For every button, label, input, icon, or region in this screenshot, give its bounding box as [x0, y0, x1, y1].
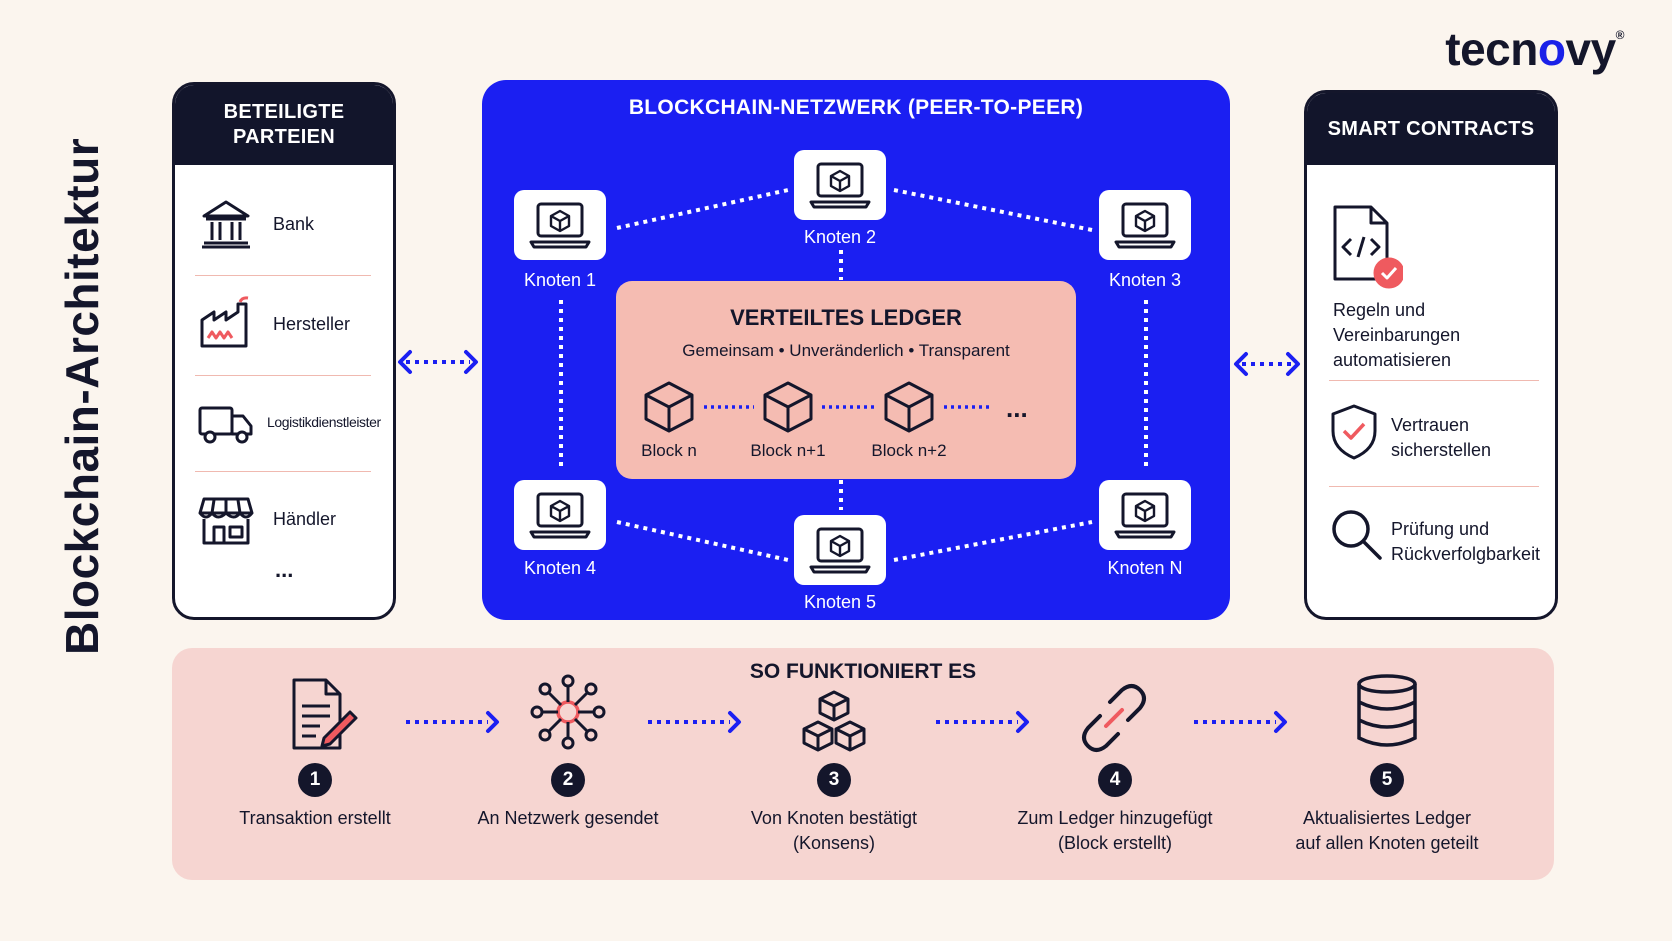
node-1-label: Knoten 1	[523, 270, 597, 290]
right-bidirectional-arrow	[1234, 352, 1300, 376]
laptop-cube-icon	[809, 527, 871, 574]
step-label: Von Knoten bestätigt (Konsens)	[750, 808, 918, 853]
contract-label: Vertrauen sicherstellen	[1391, 415, 1492, 460]
node-5	[794, 515, 886, 585]
code-document-check-icon	[1333, 205, 1403, 289]
network-title: BLOCKCHAIN-NETZWERK (PEER-TO-PEER)	[628, 96, 1084, 119]
party-label: Logistikdienstleister	[267, 414, 381, 430]
step-number: 1	[298, 763, 332, 797]
party-bank: Bank	[197, 195, 314, 253]
network-connections	[559, 188, 1148, 562]
parties-more: ...	[275, 557, 294, 582]
cube-icon	[644, 381, 694, 433]
flow-title: SO FUNKTIONIERT ES	[749, 660, 977, 683]
node-1	[514, 190, 606, 260]
contracts-title: SMART CONTRACTS	[1307, 93, 1555, 165]
step-number: 3	[817, 763, 851, 797]
laptop-cube-icon	[1114, 492, 1176, 539]
divider	[195, 471, 371, 472]
factory-icon	[197, 295, 255, 353]
step-number: 5	[1370, 763, 1404, 797]
node-2	[794, 150, 886, 220]
laptop-cube-icon	[1114, 202, 1176, 249]
left-bidirectional-arrow	[398, 350, 478, 374]
network-hub-icon	[530, 674, 606, 750]
brand-logo: tecnovy®	[1445, 23, 1624, 75]
party-label: Bank	[273, 213, 315, 234]
step-label: Transaktion erstellt	[239, 808, 391, 828]
stacked-cubes-icon	[802, 690, 866, 752]
magnifier-icon	[1332, 510, 1382, 560]
node-3-label: Knoten 3	[1108, 270, 1182, 290]
party-manufacturer: Hersteller	[197, 295, 350, 353]
ledger-title: VERTEILTES LEDGER	[730, 305, 962, 330]
divider	[1329, 380, 1539, 381]
database-icon	[1357, 674, 1417, 747]
chain-link-icon	[1082, 684, 1146, 752]
party-label: Händler	[273, 508, 337, 529]
block-label: Block n+1	[750, 441, 826, 460]
laptop-cube-icon	[529, 202, 591, 249]
node-4	[514, 480, 606, 550]
laptop-cube-icon	[809, 162, 871, 209]
ledger-more: ...	[1006, 393, 1028, 423]
party-label: Hersteller	[273, 313, 351, 334]
laptop-cube-icon	[529, 492, 591, 539]
cube-icon	[763, 381, 813, 433]
bank-icon	[197, 195, 255, 253]
distributed-ledger: VERTEILTES LEDGER Gemeinsam • Unveränder…	[616, 281, 1076, 479]
divider	[195, 375, 371, 376]
contract-label: Regeln und Vereinbarungen automatisieren	[1333, 300, 1461, 370]
step-number: 2	[551, 763, 585, 797]
divider	[195, 275, 371, 276]
node-n	[1099, 480, 1191, 550]
divider	[1329, 486, 1539, 487]
block-chain-row	[644, 381, 990, 433]
shield-check-icon	[1331, 404, 1377, 460]
block-label: Block n+2	[871, 441, 947, 460]
block-label: Block n	[641, 441, 697, 460]
node-5-label: Knoten 5	[803, 592, 877, 612]
step-number: 4	[1098, 763, 1132, 797]
cube-icon	[884, 381, 934, 433]
parties-panel: BETEILIGTE PARTEIEN Bank Hersteller	[172, 82, 396, 620]
contract-label: Prüfung und Rückverfolgbarkeit	[1391, 519, 1541, 564]
node-2-label: Knoten 2	[803, 227, 877, 247]
node-3	[1099, 190, 1191, 260]
ledger-subtitle: Gemeinsam • Unveränderlich • Transparent	[682, 341, 1010, 360]
party-retailer: Händler	[197, 490, 336, 548]
step-label: An Netzwerk gesendet	[477, 808, 659, 828]
side-title: Blockchain-Architektur	[56, 137, 108, 655]
truck-icon	[197, 393, 255, 451]
document-pen-icon	[292, 678, 358, 750]
step-label: Zum Ledger hinzugefügt (Block erstellt)	[1017, 808, 1213, 853]
step-label: Aktualisiertes Ledger auf allen Knoten g…	[1295, 808, 1479, 853]
smart-contracts-panel: SMART CONTRACTS Regeln und Vereinbarunge…	[1304, 90, 1558, 620]
how-it-works-panel: SO FUNKTIONIERT ES	[172, 648, 1554, 880]
node-4-label: Knoten 4	[523, 558, 597, 578]
party-logistics: Logistikdienstleister	[197, 393, 381, 451]
parties-title: BETEILIGTE PARTEIEN	[175, 85, 393, 165]
store-icon	[197, 490, 255, 548]
node-n-label: Knoten N	[1107, 558, 1183, 578]
